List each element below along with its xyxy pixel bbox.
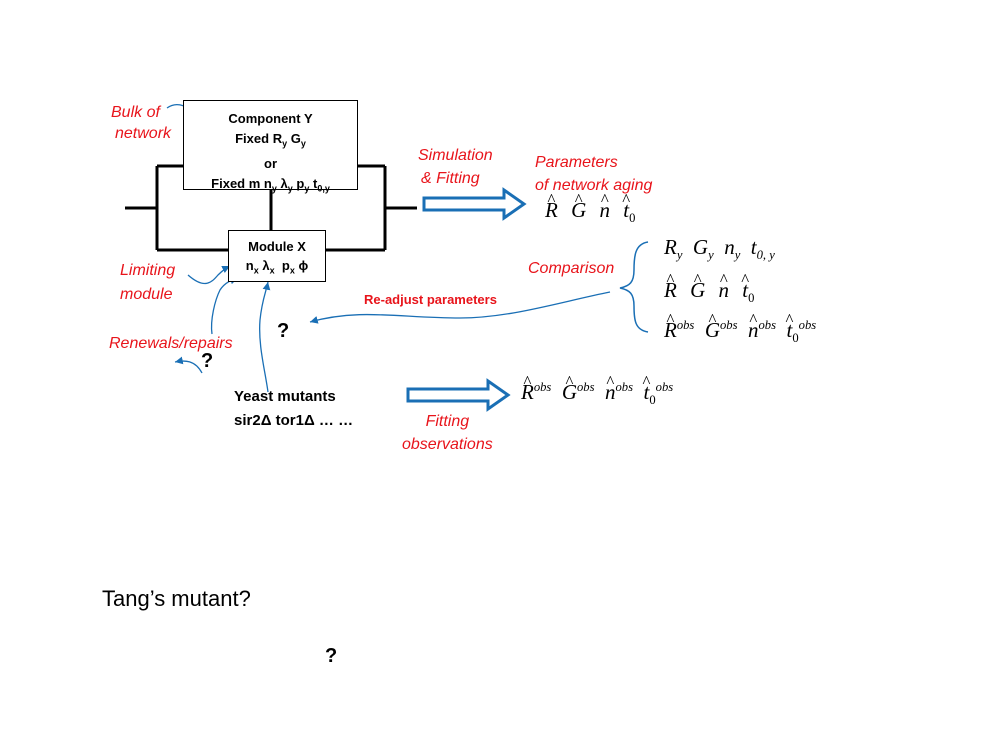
fitting-hollow-arrow-icon (406, 378, 511, 412)
question-mark-module: ? (277, 320, 290, 342)
component-y-line4: Fixed m ny λy py t0,y (211, 175, 330, 194)
component-y-box: Component Y Fixed Ry Gy or Fixed m ny λy… (183, 100, 358, 193)
readjust-label: Re-adjust parameters (364, 292, 497, 307)
readjust-curved-arrow-icon (309, 291, 611, 324)
renewals-curved-arrow-icon (210, 276, 239, 335)
comparison-row-1: Ry Gy ny t0, y (664, 235, 775, 263)
component-y-title: Component Y (228, 111, 313, 126)
module-x-box: Module X nx λx px ϕ (228, 230, 326, 282)
mutants-curved-arrow-icon (258, 281, 271, 393)
question-mark-tang: ? (325, 645, 338, 667)
comparison-row-3: Robs Gobs nobs t0obs (664, 318, 816, 346)
renewals-down-arrow-icon (174, 356, 203, 374)
limiting-label: Limiting module (120, 262, 176, 303)
circuit-wires (125, 164, 417, 252)
question-mark-renewals: ? (201, 350, 214, 372)
comparison-label: Comparison (528, 260, 615, 277)
observed-params-math: Robs Gobs nobs t0obs (521, 380, 673, 408)
module-x-title: Module X (248, 239, 306, 254)
simulation-hollow-arrow-icon (422, 187, 527, 221)
component-y-or: or (264, 155, 277, 171)
estimated-params-math: R G n t0 (545, 198, 635, 226)
comparison-row-2: R G n t0 (664, 278, 754, 306)
fitting-label: Fitting observations (402, 413, 493, 453)
comparison-curly-brace-icon (619, 241, 649, 333)
component-y-line2: Fixed Ry Gy (235, 131, 306, 149)
renewals-label: Renewals/repairs (109, 335, 233, 352)
module-x-params: nx λx px ϕ (245, 258, 309, 276)
limiting-curved-arrow-icon (187, 265, 231, 285)
bulk-label: Bulk of network (111, 104, 172, 142)
tang-mutant-text: Tang’s mutant? (102, 586, 251, 611)
simulation-label: Simulation & Fitting (418, 147, 493, 187)
yeast-mutants-text: Yeast mutants sir2Δ tor1Δ … … (234, 388, 354, 429)
